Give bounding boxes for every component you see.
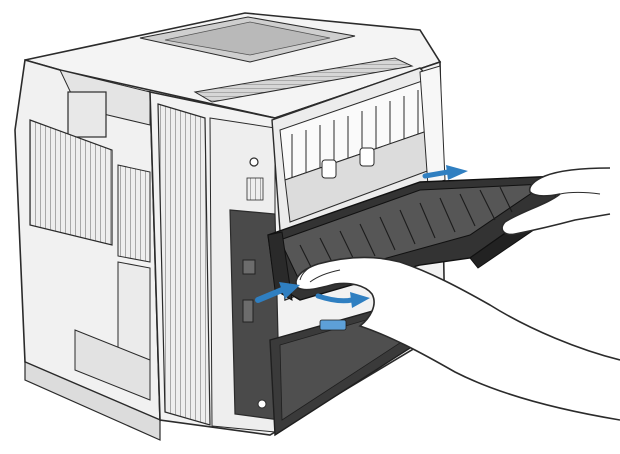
- screw-icon: [257, 399, 267, 409]
- right-hand: [501, 167, 611, 236]
- push-arrow-icon: [255, 282, 300, 303]
- pull-arrow-icon: [422, 165, 468, 180]
- printer-top: [24, 12, 442, 119]
- left-hand: [295, 256, 620, 421]
- swing-arrow-icon: [315, 292, 370, 308]
- printer-left-side: [14, 58, 161, 441]
- screw-icon: [249, 157, 259, 167]
- blue-latch-icon: [319, 319, 347, 331]
